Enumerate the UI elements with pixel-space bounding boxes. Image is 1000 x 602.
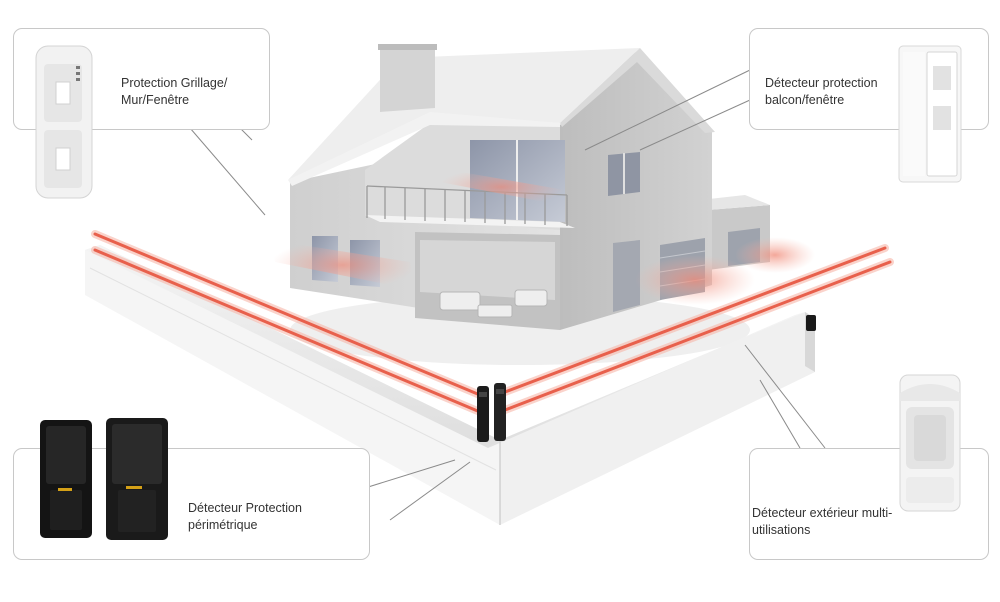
callout-balcon-label: Détecteur protection balcon/fenêtre xyxy=(765,75,878,109)
callout-grillage-line2: Mur/Fenêtre xyxy=(121,93,190,107)
leader-lines xyxy=(189,69,826,521)
fence-end-sensor xyxy=(806,315,816,331)
chimney xyxy=(380,48,435,112)
callout-perimetrique-line1: Détecteur Protection xyxy=(188,501,302,515)
balcony-slab xyxy=(365,215,575,228)
callout-exterieur-label: Détecteur extérieur multi- utilisations xyxy=(752,505,892,539)
callout-grillage-label: Protection Grillage/ Mur/Fenêtre xyxy=(121,75,227,109)
roof xyxy=(288,48,640,180)
curtain-detector-icon xyxy=(898,45,962,183)
ground-shadow xyxy=(290,295,750,365)
fence-left xyxy=(85,245,500,525)
perimeter-beams xyxy=(91,230,894,416)
corner-beam-transmitters xyxy=(477,383,506,442)
callout-exterieur-line2: utilisations xyxy=(752,523,811,537)
detection-zones xyxy=(270,168,815,305)
callout-balcon-line2: balcon/fenêtre xyxy=(765,93,845,107)
callout-balcon-line1: Détecteur protection xyxy=(765,76,878,90)
fence xyxy=(85,245,816,525)
sofa-furniture xyxy=(439,289,548,318)
fence-right xyxy=(500,312,815,525)
callout-exterieur-line1: Détecteur extérieur multi- xyxy=(752,506,893,520)
dual-beam-outdoor-detector-icon xyxy=(35,45,93,199)
photoelectric-beam-pair-icon xyxy=(40,418,168,540)
front-door xyxy=(613,240,640,312)
outdoor-pir-detector-icon xyxy=(899,374,961,512)
roof-edge xyxy=(288,110,560,186)
callout-perimetrique-line2: périmétrique xyxy=(188,518,258,532)
callout-perimetrique-label: Détecteur Protection périmétrique xyxy=(188,500,302,534)
callout-grillage-line1: Protection Grillage/ xyxy=(121,76,228,90)
